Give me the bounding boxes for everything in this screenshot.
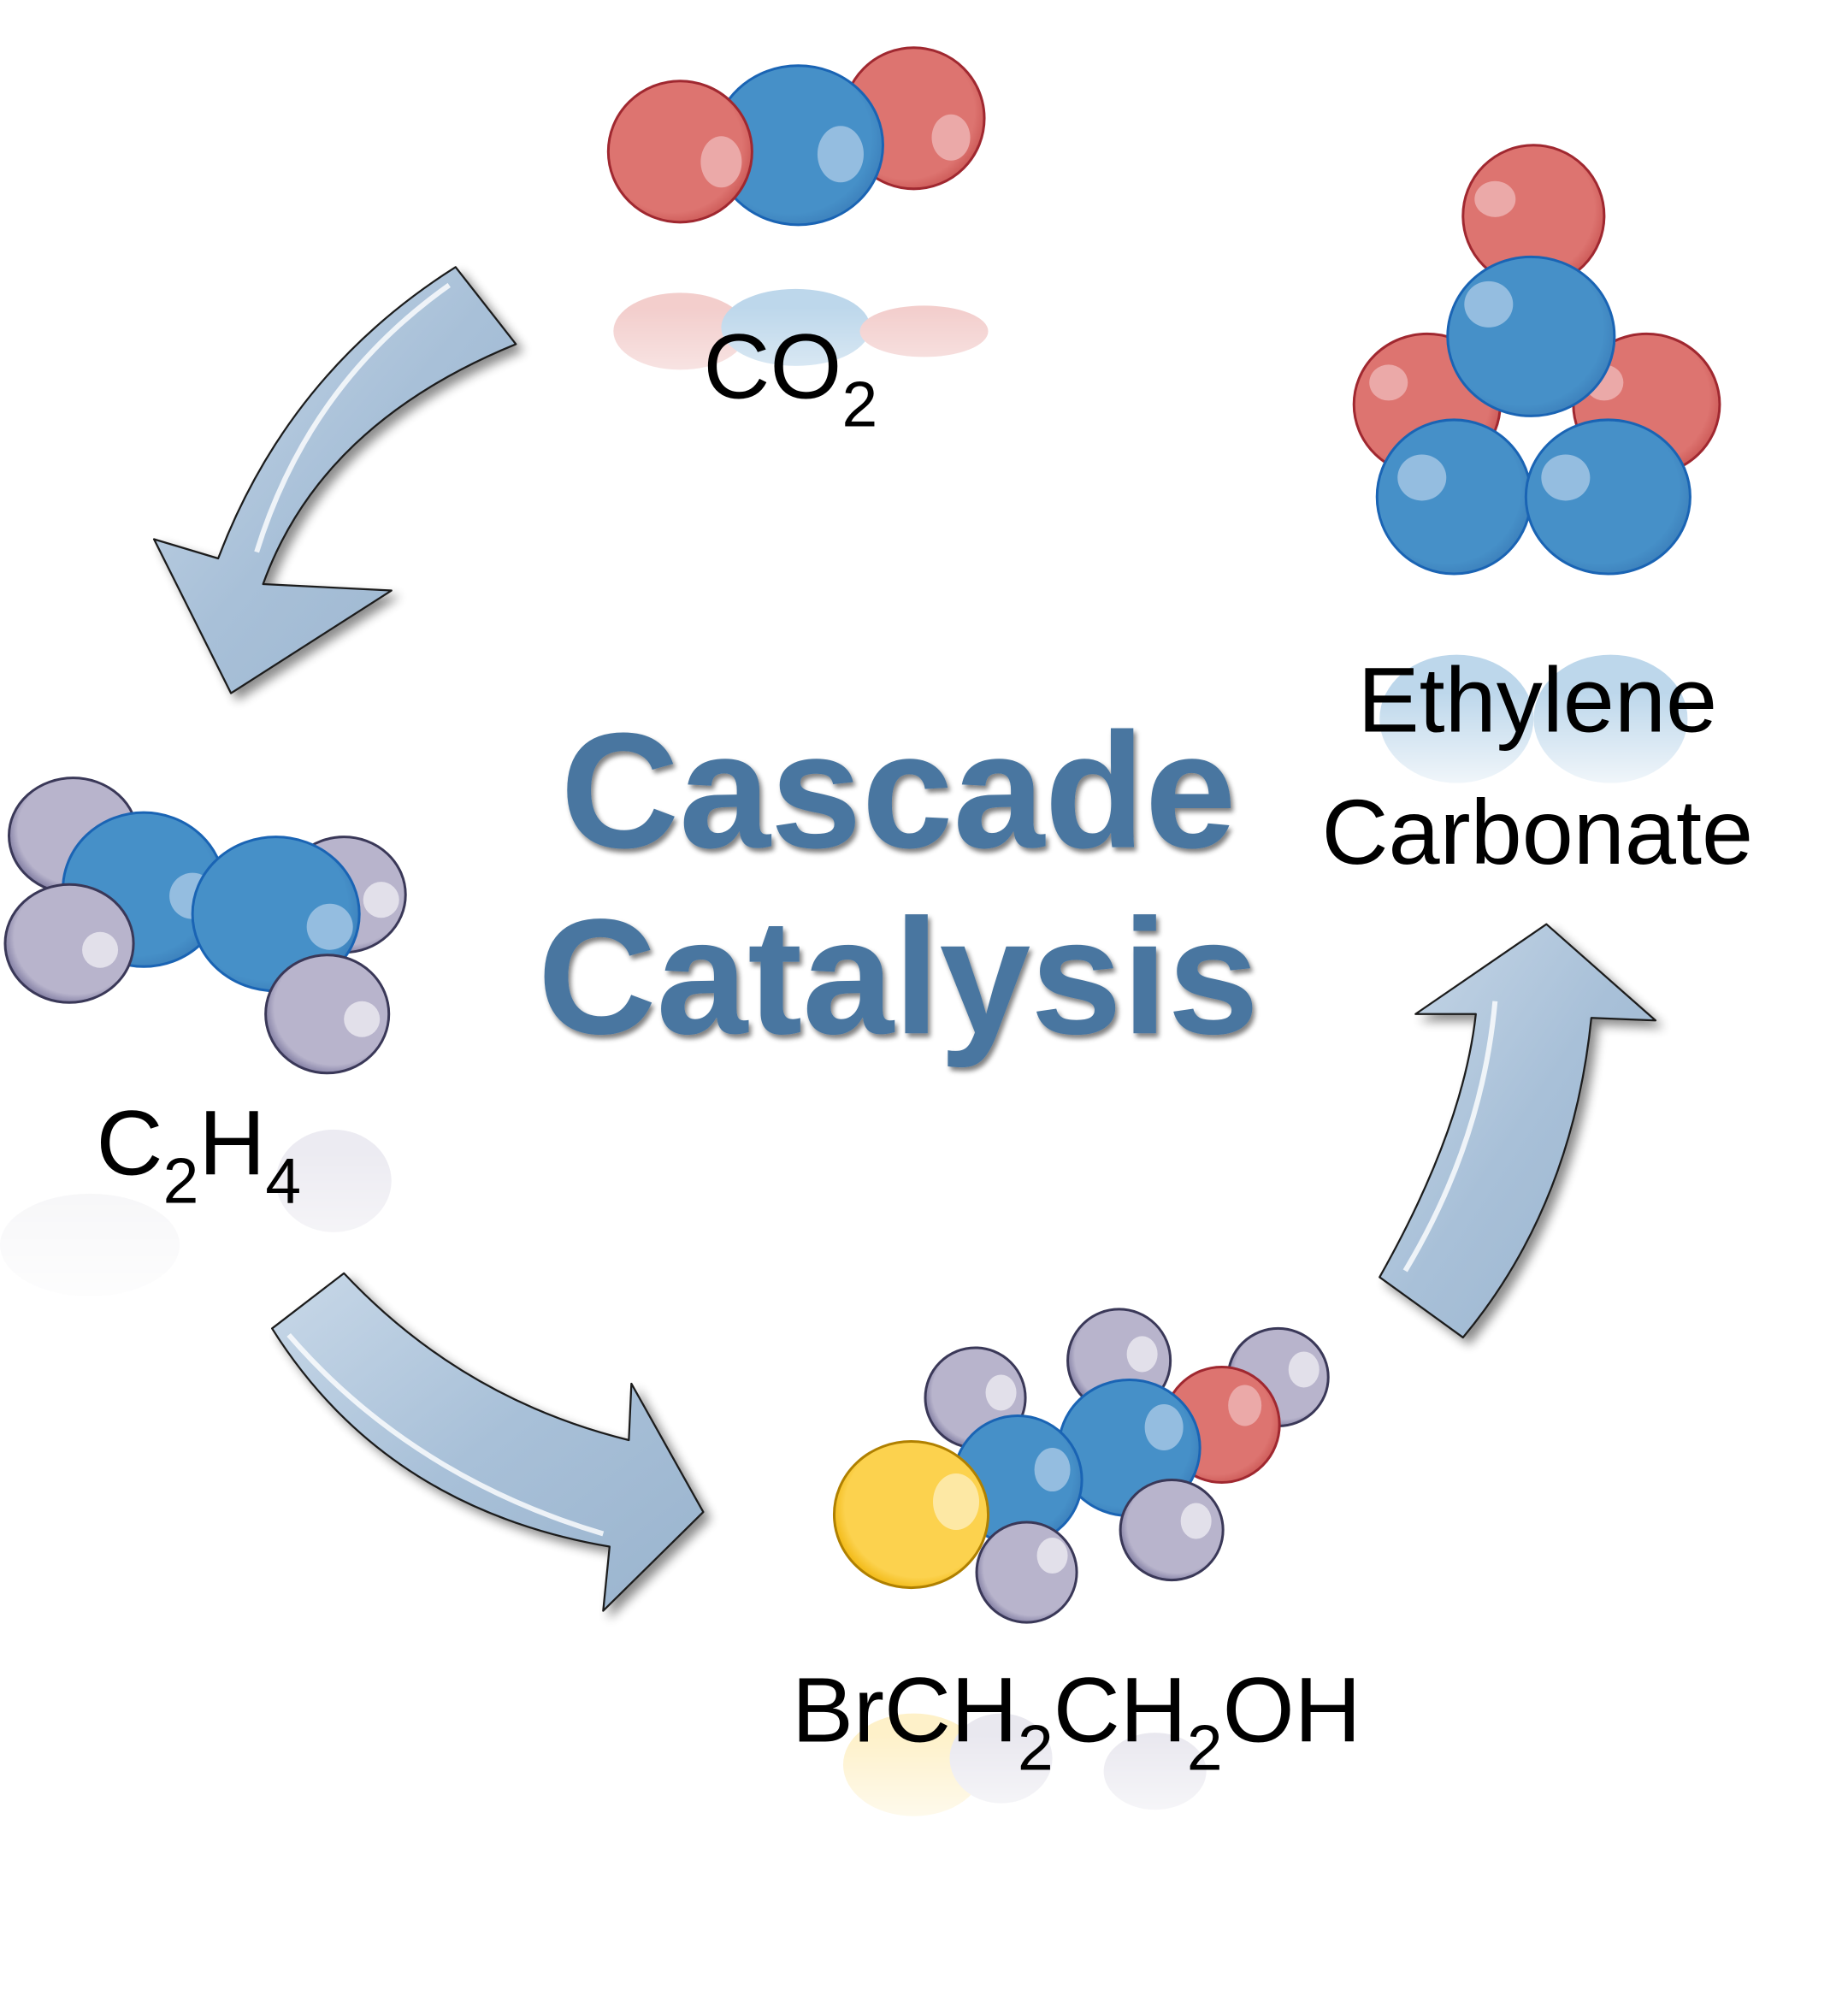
carbon-atom (1524, 418, 1692, 576)
ec-label-line1: Ethylene (1358, 648, 1717, 752)
co2-label: CO2 (703, 314, 877, 440)
title-line1: Cascade (560, 699, 1236, 883)
oxygen-atom (1461, 144, 1606, 288)
hydrogen-atom (975, 1521, 1078, 1624)
arrow-bromoethanol-to-ec (1379, 923, 1657, 1339)
bromo-reflection (821, 1713, 1258, 1862)
bromine-atom (832, 1439, 990, 1590)
title: Cascade Catalysis (538, 699, 1260, 1069)
hydrogen-atom (3, 883, 135, 1004)
ec-reflection (1360, 654, 1694, 809)
ethylene-carbonate-molecule: Ethylene Carbonate (1322, 144, 1754, 883)
c2h4-reflection (0, 1129, 411, 1322)
carbon-atom (711, 64, 884, 227)
c2h4-molecule: C2H4 (0, 777, 411, 1322)
bromoethanol-molecule: BrCH2CH2OH (792, 1308, 1361, 1862)
carbon-atom (1446, 255, 1616, 417)
hydrogen-atom (264, 954, 391, 1075)
carbon-atom (1375, 418, 1532, 576)
arrow-c2h4-to-bromoethanol (271, 1272, 705, 1612)
bromoethanol-label: BrCH2CH2OH (792, 1658, 1361, 1784)
hydrogen-atom (1119, 1479, 1225, 1582)
arrow-co2-to-c2h4 (152, 266, 517, 694)
oxygen-atom (606, 80, 753, 224)
c2h4-label: C2H4 (97, 1090, 302, 1216)
ec-label-line2: Carbonate (1322, 780, 1754, 883)
co2-reflection (603, 288, 989, 450)
co2-molecule: CO2 (603, 46, 989, 450)
title-line2: Catalysis (538, 884, 1260, 1068)
